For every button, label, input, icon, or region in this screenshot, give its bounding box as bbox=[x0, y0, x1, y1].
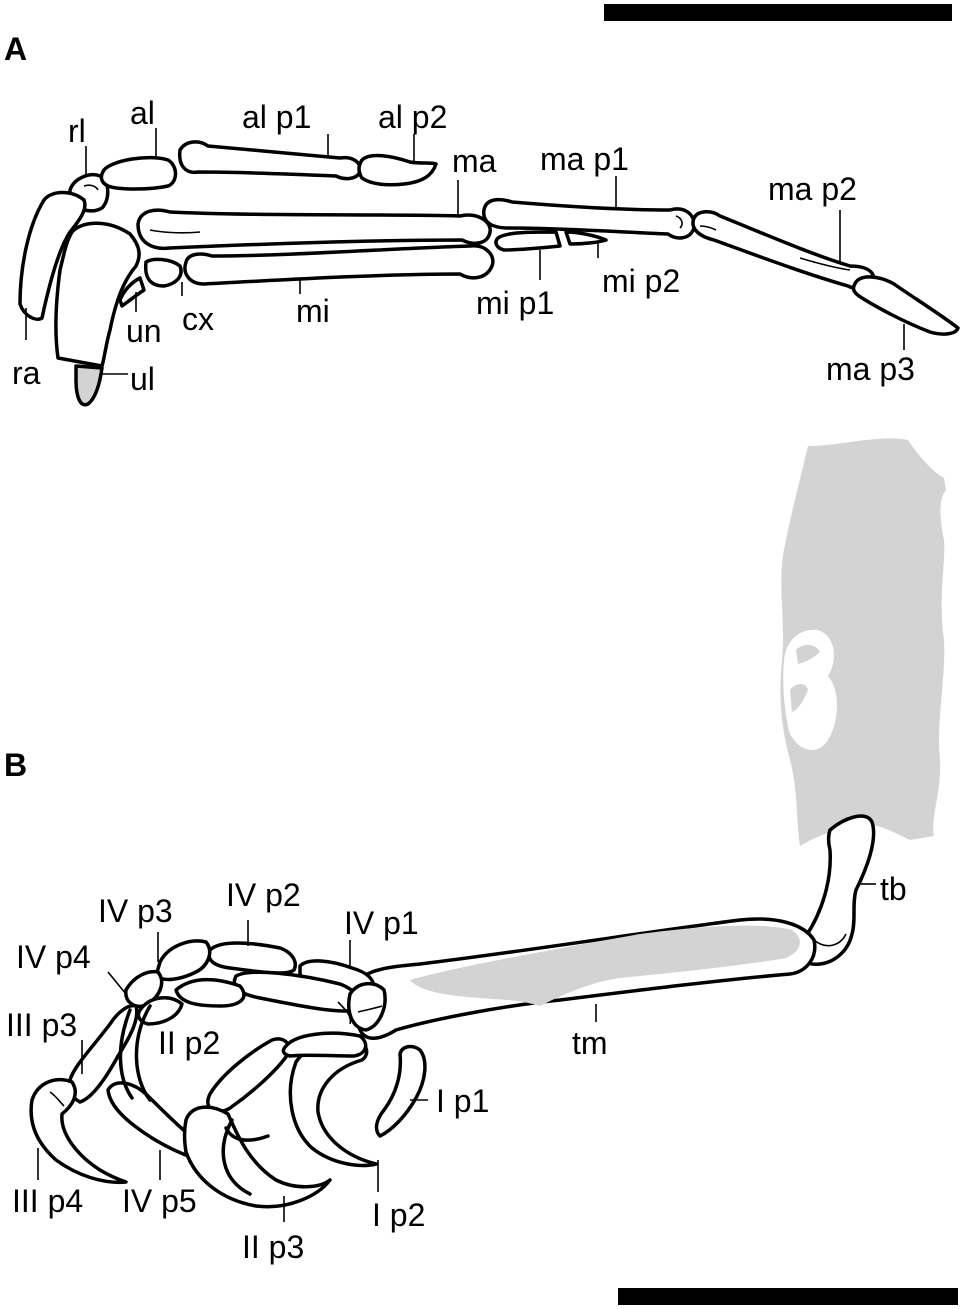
bone-ma bbox=[136, 208, 492, 251]
label-ra: ra bbox=[12, 355, 41, 391]
bone-tb bbox=[800, 814, 876, 966]
panel-a-leaders bbox=[25, 128, 905, 375]
bone-un bbox=[118, 276, 146, 308]
bone-ul bbox=[54, 221, 141, 368]
bone-iv-p2 bbox=[207, 941, 297, 975]
label-ma-p3: ma p3 bbox=[826, 351, 915, 387]
label-cx: cx bbox=[182, 301, 214, 337]
label-al-p2: al p2 bbox=[378, 99, 447, 135]
bone-mi-p1 bbox=[494, 230, 562, 252]
bone-ma-p3 bbox=[851, 275, 960, 336]
label-i-p2: I p2 bbox=[372, 1197, 425, 1233]
bone-iii-p4 bbox=[29, 1078, 128, 1185]
bone-iv-p3 bbox=[154, 939, 212, 982]
label-ii-p2: II p2 bbox=[158, 1025, 220, 1061]
label-ma-p1: ma p1 bbox=[540, 141, 629, 177]
label-iv-p1: IV p1 bbox=[344, 905, 419, 941]
scale-bar-bottom bbox=[618, 1288, 958, 1305]
bone-ii-p3 bbox=[182, 1105, 332, 1209]
bone-mi-p2 bbox=[564, 230, 608, 246]
bone-ra bbox=[18, 190, 87, 321]
label-mi-p1: mi p1 bbox=[476, 285, 554, 321]
bone-iii-p3 bbox=[67, 1003, 139, 1104]
panel-label-a: A bbox=[4, 31, 27, 67]
panel-label-b: B bbox=[4, 747, 27, 783]
label-tb: tb bbox=[880, 871, 907, 907]
bone-al bbox=[99, 155, 178, 191]
panel-a-drawing bbox=[18, 140, 960, 407]
scale-bar-top bbox=[604, 4, 952, 21]
label-iv-p4: IV p4 bbox=[16, 939, 91, 975]
bone-ul-shaded bbox=[76, 366, 102, 405]
label-rl: rl bbox=[68, 113, 86, 149]
bone-mi bbox=[183, 244, 495, 286]
label-ma: ma bbox=[452, 143, 497, 179]
bone-ma-p2 bbox=[691, 210, 876, 291]
label-mi: mi bbox=[296, 293, 330, 329]
bone-cx bbox=[143, 257, 183, 288]
panel-b-drawing bbox=[29, 438, 946, 1209]
bone-al-p2 bbox=[357, 153, 438, 187]
label-ii-p3: II p3 bbox=[242, 1229, 304, 1265]
label-iv-p3: IV p3 bbox=[98, 893, 173, 929]
label-tm: tm bbox=[572, 1025, 608, 1061]
bone-al-p1 bbox=[177, 140, 362, 181]
label-al: al bbox=[130, 95, 155, 131]
label-iv-p2: IV p2 bbox=[226, 877, 301, 913]
label-ul: ul bbox=[130, 361, 155, 397]
matrix-hole bbox=[783, 629, 837, 751]
label-iv-p5: IV p5 bbox=[122, 1183, 197, 1219]
label-un: un bbox=[126, 313, 162, 349]
label-iii-p3: III p3 bbox=[6, 1007, 77, 1043]
panel-b-leaders bbox=[37, 883, 876, 1222]
label-mi-p2: mi p2 bbox=[602, 263, 680, 299]
label-iii-p4: III p4 bbox=[12, 1183, 83, 1219]
bone-tm-shaded bbox=[410, 925, 800, 1006]
label-al-p1: al p1 bbox=[242, 99, 311, 135]
label-i-p1: I p1 bbox=[436, 1083, 489, 1119]
bone-i-p1 bbox=[374, 1044, 427, 1138]
label-ma-p2: ma p2 bbox=[768, 171, 857, 207]
